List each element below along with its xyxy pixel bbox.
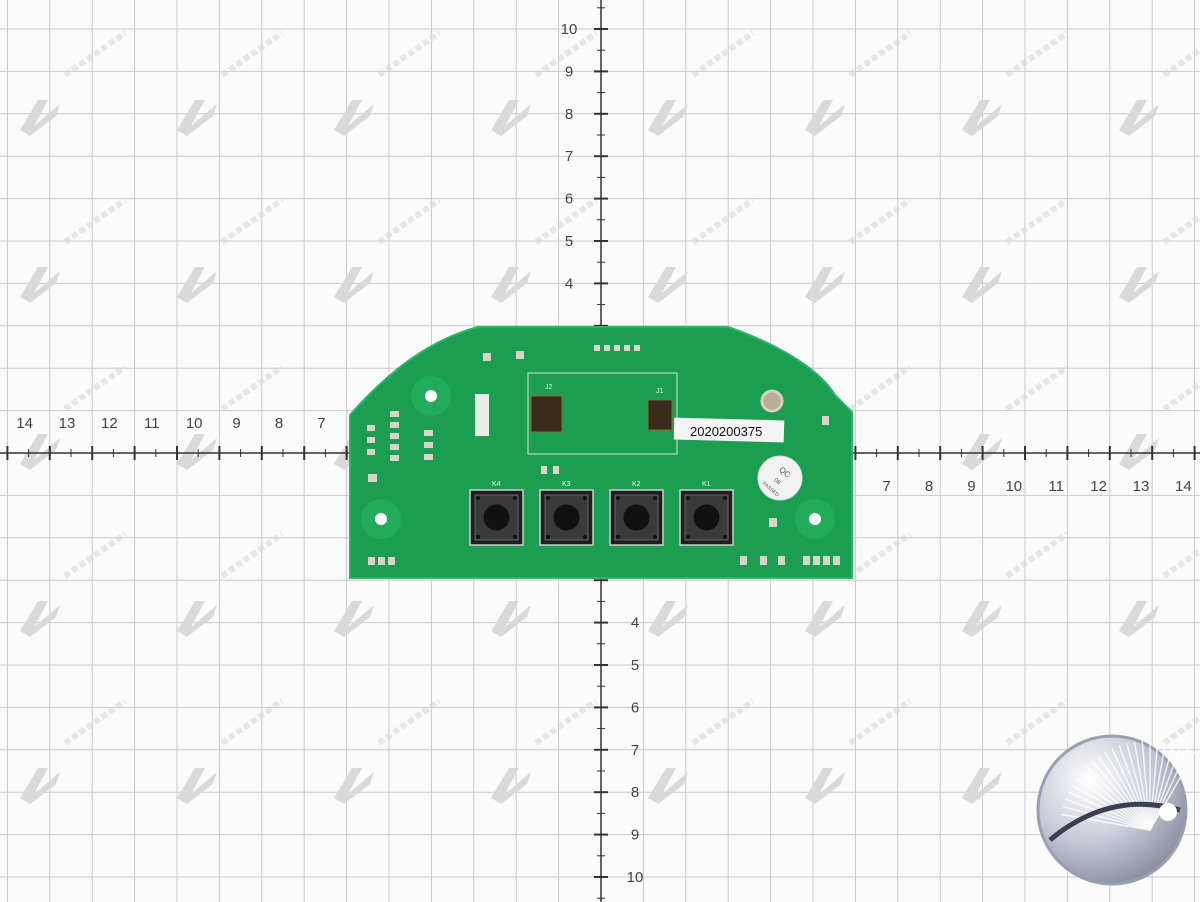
ruler-labels: 14 13 12 11 10 9 8 7 7 8 9 10 11 12 13 14 10 9 8 7 6 5 4 4 5 6 7 8 9… [16, 21, 1191, 886]
switch-label: K2 [632, 481, 641, 488]
watermark-mark [334, 197, 441, 303]
watermark-mark [805, 698, 912, 804]
watermark-mark [805, 531, 912, 637]
watermark-mark [20, 364, 127, 470]
axis-label: 14 [1175, 478, 1192, 495]
axis-label: 12 [1090, 478, 1107, 495]
axis-label: 5 [631, 657, 639, 674]
switch-label: K1 [702, 481, 711, 488]
axis-label: 9 [565, 63, 573, 80]
serial-number: 2020200375 [690, 424, 762, 439]
watermark-mark [334, 698, 441, 804]
watermark-mark [20, 531, 127, 637]
pads [367, 345, 840, 565]
axis-label: 7 [317, 415, 325, 432]
watermark-mark [491, 30, 598, 136]
watermark-mark [20, 698, 127, 804]
axis-label: 7 [882, 478, 890, 495]
logo-sunburst-icon [1061, 740, 1196, 831]
watermark-mark [962, 531, 1069, 637]
watermark-mark [648, 698, 755, 804]
tactile-switch-k1: K1 [679, 481, 734, 546]
axis-label: 7 [565, 148, 573, 165]
silkscreen-frame [527, 372, 678, 455]
watermark-mark [491, 698, 598, 804]
switch-label: K3 [562, 481, 571, 488]
axis-label: 9 [631, 827, 639, 844]
axis-label: 5 [565, 233, 573, 250]
watermark-mark [1119, 547, 1200, 637]
tactile-switch-k4: K4 [469, 481, 524, 546]
watermark-mark [962, 698, 1069, 804]
connector-j2: J2 [530, 384, 563, 433]
watermark-mark [1119, 213, 1200, 303]
watermark-mark [648, 197, 755, 303]
qc-number: 08 [772, 477, 781, 486]
watermark-mark [20, 30, 127, 136]
watermark-mark [20, 197, 127, 303]
j1-label: J1 [656, 388, 664, 395]
axis-label: 8 [631, 784, 639, 801]
blank-pad [475, 394, 489, 436]
mounting-holes [361, 376, 835, 539]
j2-label: J2 [545, 384, 553, 391]
watermark-mark [1119, 380, 1200, 470]
axis-label: 11 [144, 415, 160, 432]
axis-label: 6 [565, 191, 573, 208]
watermark-mark [177, 197, 284, 303]
axis-label: 8 [565, 106, 573, 123]
watermark-mark [648, 30, 755, 136]
axis-label: 8 [925, 478, 933, 495]
watermark-mark [962, 30, 1069, 136]
watermark-mark [1119, 46, 1200, 136]
switch-label: K4 [492, 481, 501, 488]
axis-label: 9 [232, 415, 240, 432]
axis-label: 12 [101, 415, 118, 432]
serial-label: 2020200375 [673, 417, 785, 443]
axis-label: 14 [16, 415, 33, 432]
axis-label: 10 [561, 21, 578, 38]
qc-sticker: QC 08 PASSED [757, 455, 803, 501]
watermark-mark [962, 364, 1069, 470]
axis-label: 11 [1048, 478, 1064, 495]
watermark-mark [805, 30, 912, 136]
axis-label: 10 [186, 415, 203, 432]
axis-label: 7 [631, 742, 639, 759]
axis-label: 13 [1133, 478, 1150, 495]
axis-label: 8 [275, 415, 283, 432]
watermark-mark [177, 30, 284, 136]
axis-label: 13 [59, 415, 76, 432]
watermark-mark [805, 197, 912, 303]
watermark-mark [177, 698, 284, 804]
axis-label: 10 [1005, 478, 1022, 495]
axis-label: 4 [631, 615, 639, 632]
tactile-switch-k2: K2 [609, 481, 664, 546]
axis-label: 9 [967, 478, 975, 495]
axis-label: 4 [565, 275, 573, 292]
axis-label: 10 [627, 869, 644, 886]
connector-j1: J1 [647, 388, 673, 431]
watermark-mark [177, 364, 284, 470]
axis-label: 6 [631, 699, 639, 716]
watermark-mark [491, 197, 598, 303]
watermark-mark [177, 531, 284, 637]
watermark-mark [962, 197, 1069, 303]
tactile-switch-k3: K3 [539, 481, 594, 546]
watermark-mark [334, 30, 441, 136]
